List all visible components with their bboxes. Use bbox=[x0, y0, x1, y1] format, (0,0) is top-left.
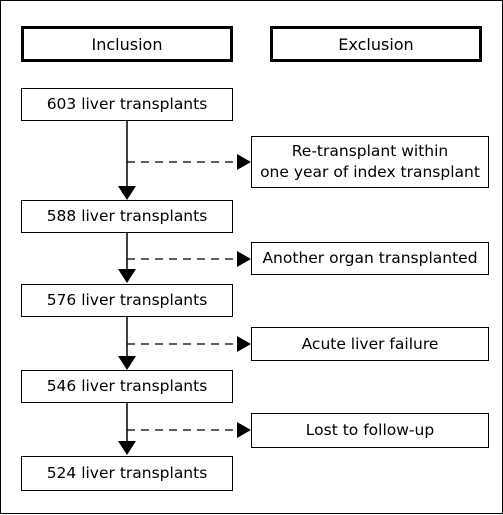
inclusion-header: Inclusion bbox=[21, 26, 233, 62]
stage-box-3: 576 liver transplants bbox=[21, 284, 233, 317]
exclusion-header: Exclusion bbox=[270, 26, 482, 62]
exclusion-box-1: Re-transplant within one year of index t… bbox=[251, 136, 489, 188]
stage-box-1: 603 liver transplants bbox=[21, 88, 233, 121]
flow-arrow-2 bbox=[118, 269, 136, 283]
exclusion-arrow-1 bbox=[237, 154, 251, 170]
stage-box-5: 524 liver transplants bbox=[21, 456, 233, 491]
exclusion-box-4: Lost to follow-up bbox=[251, 413, 489, 448]
exclusion-arrow-4 bbox=[237, 422, 251, 438]
flow-arrow-1 bbox=[118, 186, 136, 200]
flow-arrow-4 bbox=[118, 441, 136, 455]
flow-arrow-3 bbox=[118, 356, 136, 370]
stage-box-4: 546 liver transplants bbox=[21, 370, 233, 403]
exclusion-box-2: Another organ transplanted bbox=[251, 242, 489, 275]
stage-box-2: 588 liver transplants bbox=[21, 200, 233, 233]
exclusion-box-3: Acute liver failure bbox=[251, 327, 489, 361]
exclusion-arrow-3 bbox=[237, 336, 251, 352]
exclusion-arrow-2 bbox=[237, 251, 251, 267]
